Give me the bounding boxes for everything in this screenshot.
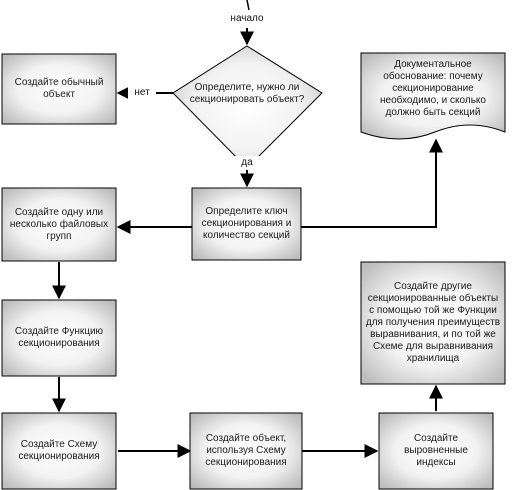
- plain-object-label: Создайте обычный объект: [14, 77, 104, 100]
- start-label: начало: [222, 11, 272, 27]
- yes-label: да: [232, 156, 262, 170]
- create-object-box: [189, 412, 303, 490]
- define-key-box: [191, 187, 302, 261]
- start-line: [246, 0, 250, 11]
- aligned-indexes-box: [378, 412, 494, 490]
- scheme-box: [1, 412, 117, 490]
- filegroups-label: Создайте одну или несколько файловых гру…: [9, 206, 109, 242]
- define-key-label: Определите ключ секционирования и количе…: [201, 206, 292, 241]
- plain-object-box: [1, 53, 117, 125]
- aligned-indexes-label: Создайте выровненные индексы: [404, 433, 468, 468]
- no-label: нет: [128, 86, 156, 100]
- arrow-key-to-doc: [301, 138, 443, 228]
- decision-label: Определите, нужно ли секционировать объе…: [189, 82, 305, 105]
- doc-note-label: Документальное обоснование: почему секци…: [380, 59, 486, 118]
- other-objects-box: [360, 261, 506, 385]
- scheme-label: Создайте Схему секционирования: [18, 439, 100, 462]
- filegroups-box: [1, 187, 117, 262]
- doc-note-shape: [360, 52, 506, 140]
- other-objects-label: Создайте другие секционированные объекты…: [365, 281, 501, 364]
- function-box: [1, 299, 117, 377]
- create-object-label: Создайте объект, используя Схему секцион…: [205, 433, 287, 468]
- function-label: Создайте Функцию секционирования: [14, 326, 104, 349]
